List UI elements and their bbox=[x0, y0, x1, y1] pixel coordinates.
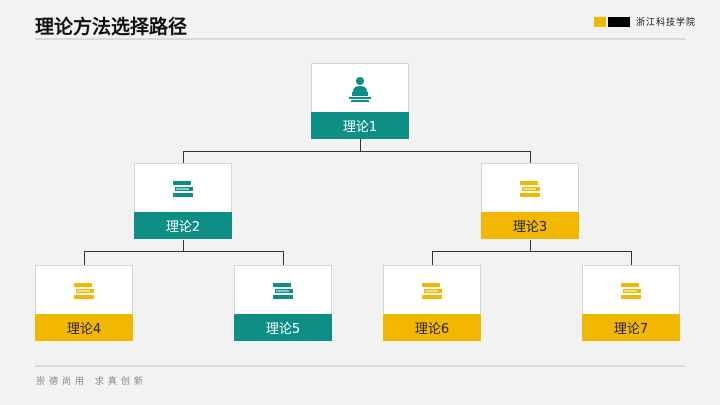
node-label: 理论7 bbox=[582, 314, 680, 341]
books-icon bbox=[173, 181, 193, 197]
connector bbox=[183, 151, 184, 163]
connector bbox=[530, 151, 531, 163]
books-icon bbox=[273, 283, 293, 299]
logo: 浙江科技学院 bbox=[594, 15, 696, 28]
books-icon bbox=[520, 181, 540, 197]
node-theory-7[interactable]: 理论7 bbox=[582, 265, 680, 341]
logo-yellow-block bbox=[594, 16, 606, 27]
connector bbox=[183, 240, 184, 251]
connector bbox=[432, 251, 632, 252]
node-theory-5[interactable]: 理论5 bbox=[234, 265, 332, 341]
node-theory-1[interactable]: 理论1 bbox=[311, 63, 409, 139]
connector bbox=[84, 251, 85, 265]
node-label: 理论4 bbox=[35, 314, 133, 341]
connector bbox=[183, 151, 531, 152]
node-theory-4[interactable]: 理论4 bbox=[35, 265, 133, 341]
header-divider bbox=[35, 38, 685, 40]
node-label: 理论6 bbox=[383, 314, 481, 341]
footer-divider bbox=[35, 365, 685, 367]
connector bbox=[360, 139, 361, 151]
page-title: 理论方法选择路径 bbox=[35, 16, 188, 38]
books-icon bbox=[422, 283, 442, 299]
node-theory-6[interactable]: 理论6 bbox=[383, 265, 481, 341]
node-label: 理论3 bbox=[481, 212, 579, 239]
books-icon bbox=[74, 283, 94, 299]
connector bbox=[530, 240, 531, 251]
node-label: 理论5 bbox=[234, 314, 332, 341]
connector bbox=[631, 251, 632, 265]
connector bbox=[283, 251, 284, 265]
node-theory-3[interactable]: 理论3 bbox=[481, 163, 579, 239]
connector bbox=[84, 251, 284, 252]
books-icon bbox=[621, 283, 641, 299]
footer-motto: 崇德尚用 求真创新 bbox=[36, 377, 147, 387]
logo-black-block bbox=[608, 16, 630, 27]
node-label: 理论1 bbox=[311, 112, 409, 139]
connector bbox=[432, 251, 433, 265]
logo-text: 浙江科技学院 bbox=[636, 18, 697, 28]
node-theory-2[interactable]: 理论2 bbox=[134, 163, 232, 239]
node-label: 理论2 bbox=[134, 212, 232, 239]
speaker-podium-icon bbox=[349, 77, 371, 102]
